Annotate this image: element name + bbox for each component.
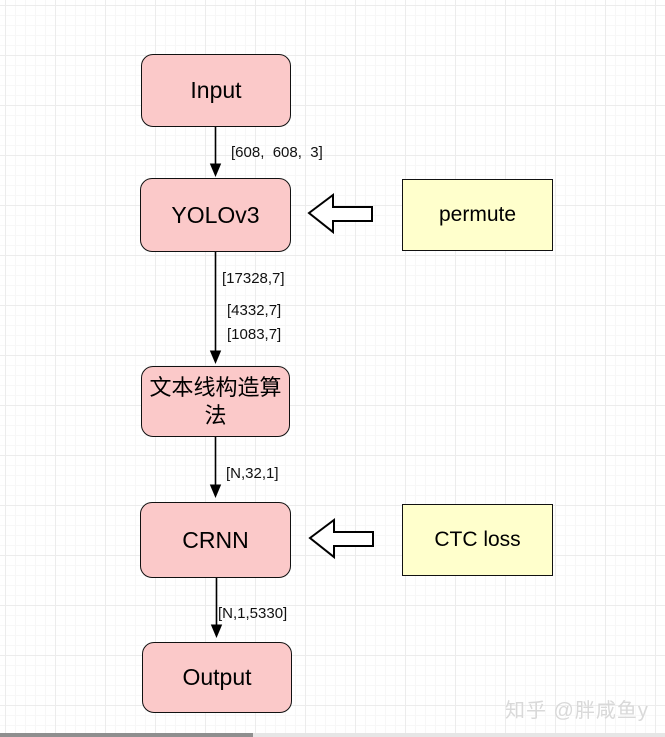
edge-label-output-shape: [N,1,5330]: [218, 605, 288, 622]
node-output: Output: [142, 642, 292, 713]
annotation-ctc-loss: CTC loss: [402, 504, 553, 576]
node-output-label: Output: [182, 664, 252, 691]
edge-label-input-shape: [608, 608, 3]: [231, 144, 323, 161]
node-yolov3-label: YOLOv3: [171, 201, 260, 228]
arrow-yolov3-to-textline: [209, 252, 222, 364]
node-input-label: Input: [190, 77, 242, 104]
arrow-textline-to-crnn: [209, 437, 222, 498]
zhihu-watermark: 知乎 @胖咸鱼y: [505, 700, 649, 722]
node-yolov3: YOLOv3: [140, 178, 291, 252]
annotation-permute: permute: [402, 179, 553, 251]
horizontal-scrollbar-track[interactable]: [0, 733, 665, 737]
horizontal-scrollbar-thumb[interactable]: [0, 733, 253, 737]
node-crnn: CRNN: [140, 502, 291, 578]
block-arrow-left-ctcloss-icon: [308, 518, 374, 560]
annotation-permute-label: permute: [438, 203, 517, 226]
edge-label-yolo-scale2: [4332,7]: [227, 302, 282, 319]
annotation-ctc-loss-label: CTC loss: [434, 528, 521, 551]
node-textline-algorithm: 文本线构造算法: [141, 366, 290, 437]
node-textline-label: 文本线构造算法: [149, 375, 282, 428]
edge-label-crnn-input-shape: [N,32,1]: [226, 465, 279, 482]
node-input: Input: [141, 54, 291, 127]
edge-label-yolo-scale3: [1083,7]: [227, 326, 282, 343]
node-crnn-label: CRNN: [182, 526, 249, 553]
block-arrow-left-permute-icon: [307, 193, 373, 235]
arrow-input-to-yolov3: [209, 127, 222, 177]
edge-label-yolo-scale1: [17328,7]: [222, 270, 285, 287]
